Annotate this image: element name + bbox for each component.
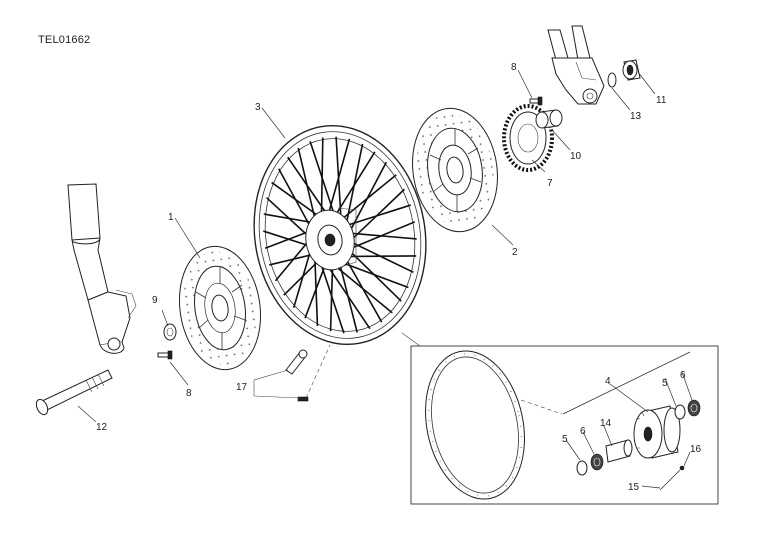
right-spacer bbox=[535, 109, 563, 129]
spoke bbox=[337, 259, 358, 333]
callout-1: 1 bbox=[168, 212, 174, 223]
callout-5b: 5 bbox=[562, 434, 568, 445]
callout-12: 12 bbox=[96, 422, 108, 433]
callout-14: 14 bbox=[600, 418, 612, 429]
left-fork-leg bbox=[67, 183, 137, 354]
spoke bbox=[347, 239, 414, 274]
callout-17: 17 bbox=[236, 382, 248, 393]
spoke bbox=[278, 168, 314, 233]
axle bbox=[35, 369, 113, 416]
callout-3: 3 bbox=[255, 102, 261, 113]
tyre-valve bbox=[253, 344, 331, 402]
spoke bbox=[283, 258, 322, 296]
callout-2: 2 bbox=[512, 247, 518, 258]
spoke bbox=[263, 230, 314, 248]
callout-6a: 6 bbox=[680, 370, 686, 381]
callout-6b: 6 bbox=[580, 426, 586, 437]
axle-cap bbox=[622, 59, 641, 81]
disc-screw-right bbox=[529, 96, 543, 106]
spoke bbox=[266, 197, 313, 241]
callout-13: 13 bbox=[630, 111, 642, 122]
spoke bbox=[269, 252, 317, 266]
left-brake-disc bbox=[178, 245, 262, 371]
spoke bbox=[304, 261, 328, 319]
callout-10: 10 bbox=[570, 151, 582, 162]
disc-screw-left bbox=[157, 350, 173, 360]
callout-8a: 8 bbox=[511, 62, 517, 73]
spoke bbox=[297, 147, 318, 226]
callout-15: 15 bbox=[628, 482, 640, 493]
spoke bbox=[338, 174, 397, 222]
spoke bbox=[263, 213, 319, 225]
callout-9: 9 bbox=[152, 295, 158, 306]
callout-16: 16 bbox=[690, 444, 702, 455]
spoked-wheel bbox=[253, 124, 427, 346]
callout-8b: 8 bbox=[186, 388, 192, 399]
detail-inset bbox=[401, 332, 719, 505]
spoke bbox=[320, 137, 324, 221]
spoke bbox=[342, 254, 383, 323]
drawing-code: TEL01662 bbox=[38, 34, 91, 46]
spoke bbox=[287, 156, 331, 219]
spacer-left bbox=[163, 323, 177, 341]
spoke bbox=[271, 181, 324, 221]
callout-7: 7 bbox=[547, 178, 553, 189]
callout-11: 11 bbox=[656, 95, 667, 106]
spoke bbox=[329, 261, 334, 332]
callout-5a: 5 bbox=[662, 378, 668, 389]
spoke bbox=[326, 138, 351, 219]
right-brake-disc bbox=[412, 107, 498, 233]
spoke bbox=[343, 204, 411, 228]
leader-lines bbox=[77, 69, 693, 489]
circlip bbox=[607, 72, 617, 88]
right-fork-leg bbox=[547, 25, 605, 105]
callout-4: 4 bbox=[605, 376, 611, 387]
spoke bbox=[332, 151, 376, 219]
